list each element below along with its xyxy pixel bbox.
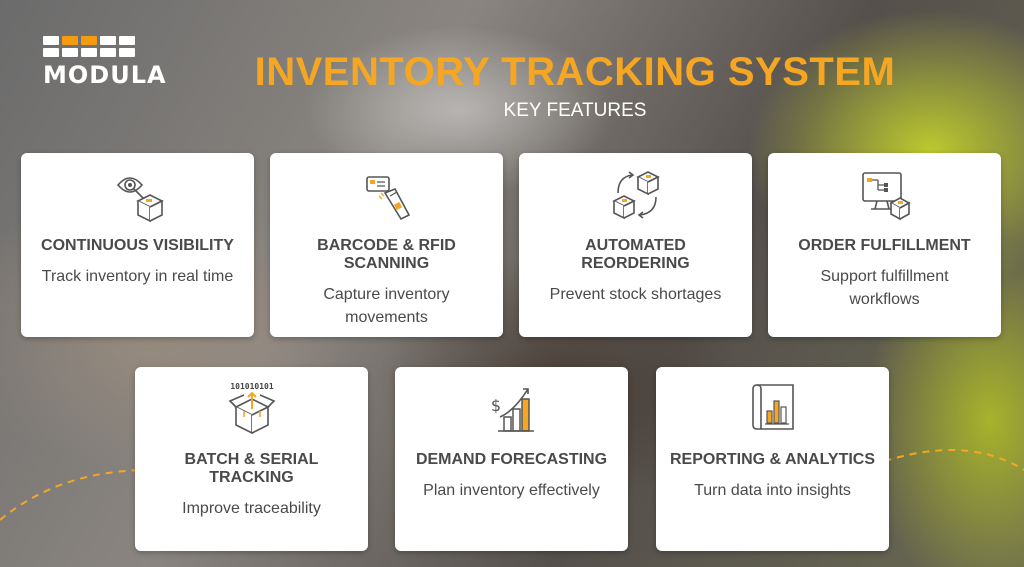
feature-title: CONTINUOUS VISIBILITY [41,237,234,254]
feature-description: Support fulfillment workflows [820,268,949,308]
feature-card-continuous-visibility: CONTINUOUS VISIBILITY Track inventory in… [21,153,254,337]
feature-description: Improve traceability [182,500,321,517]
logo-text: MODULA [43,61,167,89]
feature-card-order-fulfillment: ORDER FULFILLMENT Support fulfillment wo… [768,153,1001,337]
feature-description: Prevent stock shortages [549,286,722,303]
feature-title: REPORTING & ANALYTICS [669,451,876,468]
feature-description: Plan inventory effectively [423,482,600,499]
binary-label: 101010101 [230,382,274,391]
feature-card-reporting-analytics: REPORTING & ANALYTICS Turn data into ins… [656,367,889,551]
workflow-monitor-icon [855,163,915,223]
logo-blocks-icon [43,36,139,57]
feature-card-automated-reordering: AUTOMATED REORDERING Prevent stock short… [519,153,752,337]
svg-text:$: $ [490,396,500,415]
feature-description: Track inventory in real time [41,268,234,285]
feature-title: BARCODE & RFID SCANNING [317,237,456,272]
brand-logo: MODULA [43,36,167,102]
barcode-scanner-icon [357,163,417,223]
binary-box-icon: 101010101 [222,377,282,437]
report-chart-icon [743,377,803,437]
feature-title: AUTOMATED REORDERING [581,237,690,272]
eye-box-icon [108,163,168,223]
growth-chart-icon: $ [482,377,542,437]
feature-title: BATCH & SERIAL TRACKING [184,451,319,486]
feature-description: Turn data into insights [694,482,851,499]
feature-title: ORDER FULFILLMENT [798,237,971,254]
feature-card-demand-forecasting: $ DEMAND FORECASTING Plan inventory effe… [395,367,628,551]
reorder-cycle-icon [606,163,666,223]
feature-title: DEMAND FORECASTING [415,451,608,468]
feature-card-barcode-rfid: BARCODE & RFID SCANNING Capture inventor… [270,153,503,337]
page-subtitle: KEY FEATURES [503,100,647,121]
feature-card-batch-serial: 101010101 BATCH & SERIAL TRACKING Improv… [135,367,368,551]
page-title: INVENTORY TRACKING SYSTEM [254,50,896,94]
feature-description: Capture inventory movements [323,286,450,326]
